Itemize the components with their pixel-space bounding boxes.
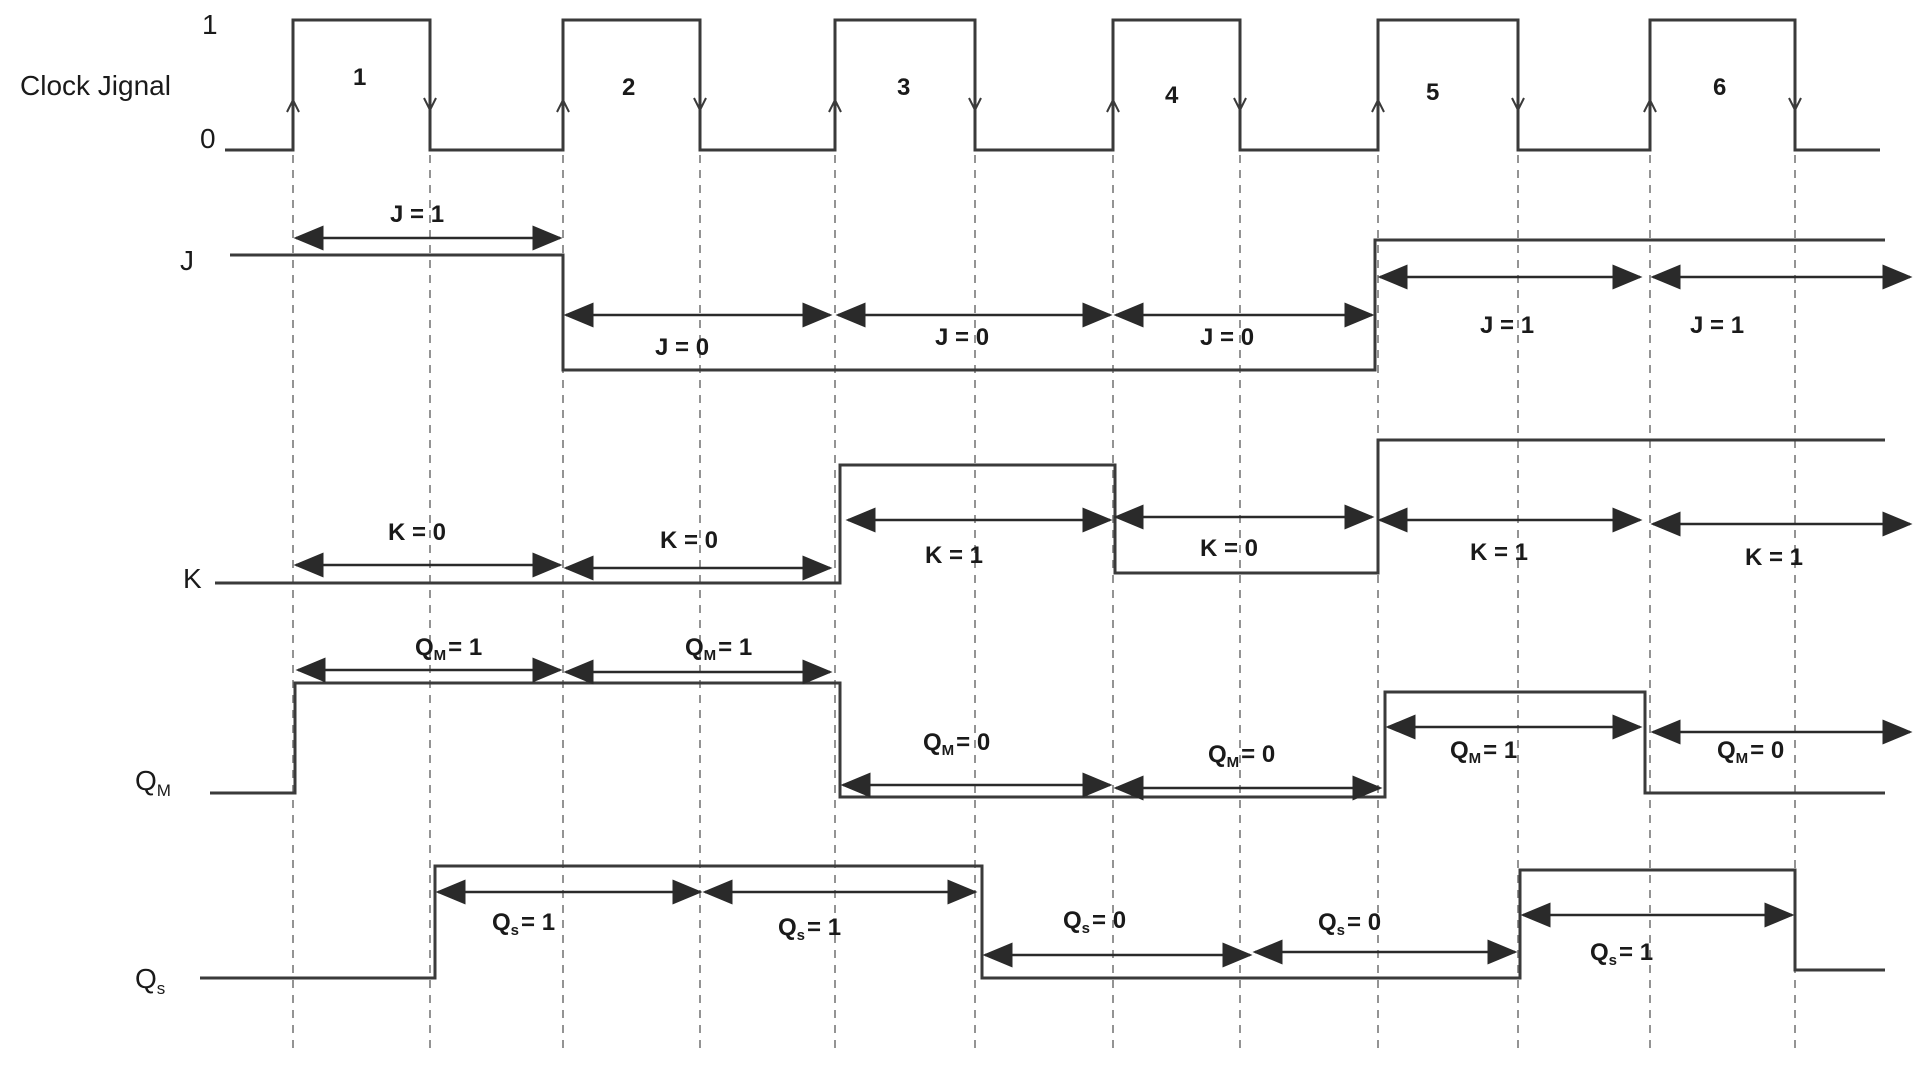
qm-annotation: QM= 1 (415, 634, 482, 664)
qm-annotations: QM= 1 QM= 1 QM= 0 QM= 0 QM= 1 QM= 0 (295, 634, 1913, 801)
j-annotation: J = 0 (1200, 324, 1254, 351)
qm-annotation: QM= 0 (923, 729, 990, 759)
cycle-number: 1 (353, 64, 366, 91)
clock-high-label: 1 (202, 9, 218, 40)
edge-up-4 (1106, 97, 1120, 113)
k-waveform (215, 438, 1885, 585)
j-annotation: J = 1 (1480, 312, 1534, 339)
k-annotation: K = 1 (925, 542, 983, 569)
edge-up-1 (286, 97, 300, 113)
row-labels: 1 Clock Jignal 0 J K QM Qs (20, 9, 218, 998)
edge-down-3 (968, 97, 982, 113)
k-annotation: K = 0 (660, 527, 718, 554)
j-annotations: J = 1 J = 0 J = 0 J = 0 J = 1 J = 1 (293, 201, 1913, 361)
qs-annotation: Qs= 1 (1590, 939, 1653, 969)
k-annotation: K = 0 (1200, 535, 1258, 562)
cycle-number: 4 (1165, 82, 1179, 109)
edge-down-5 (1511, 97, 1525, 113)
edge-up-2 (556, 97, 570, 113)
edge-down-4 (1233, 97, 1247, 113)
cycle-number: 5 (1426, 79, 1439, 106)
edge-up-5 (1371, 97, 1385, 113)
edge-up-6 (1643, 97, 1657, 113)
qs-annotations: Qs= 1 Qs= 1 Qs= 0 Qs= 0 Qs= 1 (435, 879, 1795, 969)
cycle-number: 2 (622, 74, 635, 101)
cycle-number: 3 (897, 74, 910, 101)
qs-annotation: Qs= 1 (778, 914, 841, 944)
cycle-numbers: 1 2 3 4 5 6 (353, 64, 1726, 109)
cycle-number: 6 (1713, 74, 1726, 101)
edge-down-6 (1788, 97, 1802, 113)
qm-annotation: QM= 0 (1717, 737, 1784, 767)
qs-annotation: Qs= 1 (492, 909, 555, 939)
edge-down-1 (423, 97, 437, 113)
k-annotation: K = 1 (1470, 539, 1528, 566)
clock-edge-marks (286, 97, 1802, 113)
j-annotation: J = 1 (390, 201, 444, 228)
edge-down-2 (693, 97, 707, 113)
k-annotation: K = 0 (388, 519, 446, 546)
qm-annotation: QM= 0 (1208, 741, 1275, 771)
edge-up-3 (828, 97, 842, 113)
clock-waveform (225, 18, 1880, 152)
clock-signal-label: Clock Jignal (20, 70, 171, 101)
qm-waveform (210, 681, 1885, 799)
qs-waveform (200, 864, 1885, 980)
j-annotation: J = 0 (655, 334, 709, 361)
qm-annotation: QM= 1 (685, 634, 752, 664)
k-annotation: K = 1 (1745, 544, 1803, 571)
j-annotation: J = 1 (1690, 312, 1744, 339)
qm-label: QM (135, 765, 171, 800)
qm-annotation: QM= 1 (1450, 737, 1517, 767)
guide-lines (292, 20, 1796, 1050)
clock-low-label: 0 (200, 123, 216, 154)
qs-annotation: Qs= 0 (1063, 907, 1126, 937)
j-annotation: J = 0 (935, 324, 989, 351)
qs-annotation: Qs= 0 (1318, 909, 1381, 939)
qs-label: Qs (135, 963, 165, 998)
j-label: J (180, 245, 194, 276)
k-label: K (183, 563, 202, 594)
j-waveform (230, 238, 1885, 372)
k-annotations: K = 0 K = 0 K = 1 K = 0 K = 1 K = 1 (293, 504, 1913, 581)
